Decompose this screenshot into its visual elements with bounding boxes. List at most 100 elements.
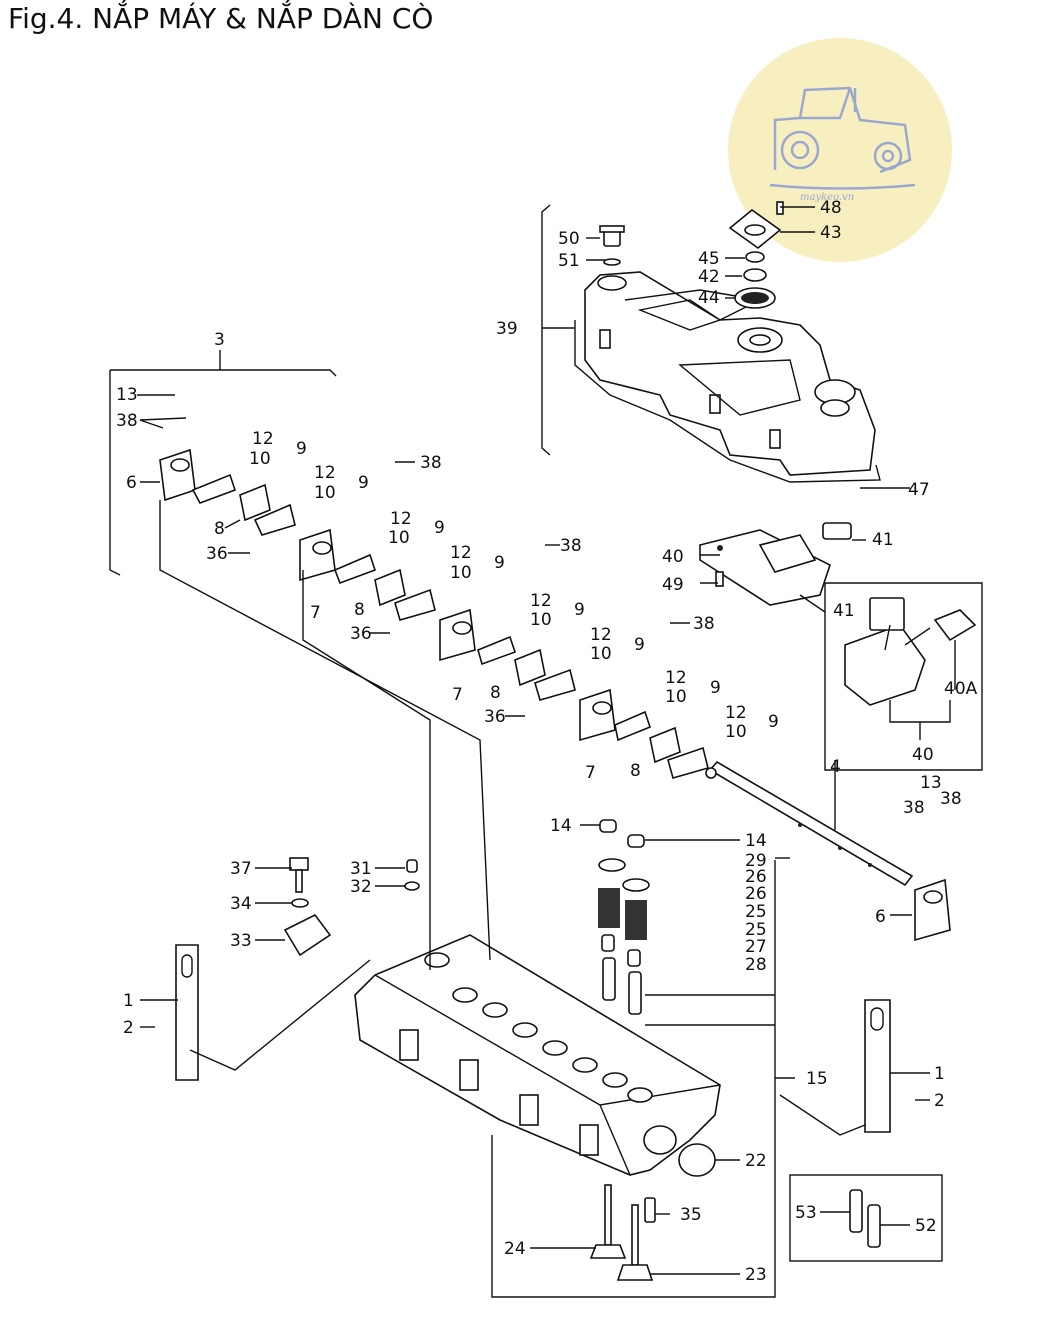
label-34: 34 bbox=[230, 894, 252, 914]
label-9: 9 bbox=[634, 635, 645, 655]
label-26: 26 bbox=[745, 867, 767, 887]
breather-assembly bbox=[728, 201, 784, 309]
label-9: 9 bbox=[296, 439, 307, 459]
label-6: 6 bbox=[126, 473, 137, 493]
label-9: 9 bbox=[768, 712, 779, 732]
rocker-arm-group-4 bbox=[579, 688, 709, 779]
label-1: 1 bbox=[123, 991, 134, 1011]
label-9: 9 bbox=[494, 553, 505, 573]
label-40: 40 bbox=[662, 547, 684, 567]
label-38: 38 bbox=[903, 798, 925, 818]
label-12: 12 bbox=[725, 703, 747, 723]
nozzle-holder bbox=[283, 913, 332, 957]
label-3: 3 bbox=[214, 330, 225, 350]
label-1: 1 bbox=[934, 1064, 945, 1084]
label-9: 9 bbox=[574, 600, 585, 620]
label-14: 14 bbox=[550, 816, 572, 836]
label-40a: 40A bbox=[944, 679, 978, 699]
breather-plate bbox=[699, 522, 852, 606]
label-6: 6 bbox=[875, 907, 886, 927]
label-9: 9 bbox=[434, 518, 445, 538]
label-24: 24 bbox=[504, 1239, 526, 1259]
rocker-support-end bbox=[914, 878, 951, 942]
label-45: 45 bbox=[698, 249, 720, 269]
label-7: 7 bbox=[452, 685, 463, 705]
label-51: 51 bbox=[558, 251, 580, 271]
label-2: 2 bbox=[123, 1018, 134, 1038]
label-12: 12 bbox=[390, 509, 412, 529]
label-10: 10 bbox=[725, 722, 747, 742]
rocker-shaft bbox=[705, 760, 914, 887]
label-2: 2 bbox=[934, 1091, 945, 1111]
rocker-arm-group-3 bbox=[439, 608, 576, 701]
label-37: 37 bbox=[230, 859, 252, 879]
label-9: 9 bbox=[358, 473, 369, 493]
label-50: 50 bbox=[558, 229, 580, 249]
rocker-arm-group-1 bbox=[159, 448, 296, 536]
label-22: 22 bbox=[745, 1151, 767, 1171]
label-27: 27 bbox=[745, 937, 767, 957]
label-4: 4 bbox=[830, 757, 841, 777]
label-31: 31 bbox=[350, 859, 372, 879]
label-38: 38 bbox=[116, 411, 138, 431]
label-10: 10 bbox=[249, 449, 271, 469]
watermark-logo: maykeo.vn bbox=[728, 38, 952, 262]
figure-title: Fig.4. NẮP MÁY & NẮP DÀN CÒ bbox=[8, 2, 434, 35]
label-12: 12 bbox=[665, 668, 687, 688]
label-10: 10 bbox=[590, 644, 612, 664]
rocker-cover bbox=[574, 271, 881, 483]
label-26: 26 bbox=[745, 884, 767, 904]
label-13: 13 bbox=[920, 773, 942, 793]
label-10: 10 bbox=[450, 563, 472, 583]
watermark-text: maykeo.vn bbox=[800, 192, 854, 203]
label-8: 8 bbox=[214, 519, 225, 539]
label-8: 8 bbox=[490, 683, 501, 703]
label-25: 25 bbox=[745, 902, 767, 922]
label-10: 10 bbox=[530, 610, 552, 630]
oil-filler-cap bbox=[599, 225, 625, 266]
label-35: 35 bbox=[680, 1205, 702, 1225]
label-44: 44 bbox=[698, 288, 720, 308]
label-10: 10 bbox=[665, 687, 687, 707]
label-36: 36 bbox=[206, 544, 228, 564]
label-7: 7 bbox=[585, 763, 596, 783]
cylinder-head bbox=[354, 934, 721, 1176]
label-8: 8 bbox=[630, 761, 641, 781]
label-14: 14 bbox=[745, 831, 767, 851]
leader-lines bbox=[137, 206, 930, 1275]
label-25: 25 bbox=[745, 920, 767, 940]
label-12: 12 bbox=[450, 543, 472, 563]
label-48: 48 bbox=[820, 198, 842, 218]
label-38: 38 bbox=[940, 789, 962, 809]
label-40: 40 bbox=[912, 745, 934, 765]
label-12: 12 bbox=[314, 463, 336, 483]
label-13: 13 bbox=[116, 385, 138, 405]
label-10: 10 bbox=[388, 528, 410, 548]
label-52: 52 bbox=[915, 1216, 937, 1236]
lifting-eye-left bbox=[175, 944, 199, 1081]
kit-box bbox=[789, 1174, 943, 1262]
label-15: 15 bbox=[806, 1069, 828, 1089]
label-29: 29 bbox=[745, 851, 767, 871]
label-38: 38 bbox=[560, 536, 582, 556]
label-28: 28 bbox=[745, 955, 767, 975]
label-47: 47 bbox=[908, 480, 930, 500]
label-12: 12 bbox=[252, 429, 274, 449]
label-7: 7 bbox=[310, 603, 321, 623]
label-10: 10 bbox=[314, 483, 336, 503]
label-38: 38 bbox=[693, 614, 715, 634]
detail-box-40 bbox=[799, 582, 983, 771]
rocker-arm-group-2 bbox=[299, 528, 436, 621]
label-36: 36 bbox=[350, 624, 372, 644]
label-33: 33 bbox=[230, 931, 252, 951]
label-41: 41 bbox=[872, 530, 894, 550]
label-38: 38 bbox=[420, 453, 442, 473]
label-8: 8 bbox=[354, 600, 365, 620]
label-43: 43 bbox=[820, 223, 842, 243]
label-39: 39 bbox=[496, 319, 518, 339]
lifting-eye-right bbox=[864, 999, 891, 1133]
valve-train bbox=[589, 819, 656, 1281]
label-12: 12 bbox=[590, 625, 612, 645]
label-36: 36 bbox=[484, 707, 506, 727]
